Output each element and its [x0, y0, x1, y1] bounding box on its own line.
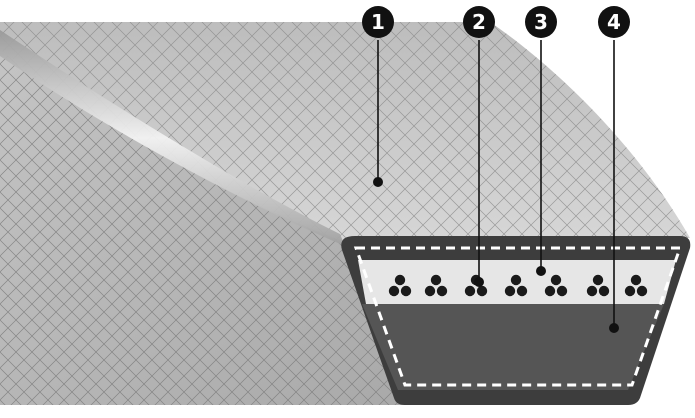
cord [598, 285, 610, 297]
callout-2-number: 2 [472, 10, 486, 34]
leader-dots [373, 177, 619, 333]
cord [394, 274, 406, 286]
callout-4-number: 4 [607, 10, 621, 34]
dashed-fabric-cover [353, 246, 683, 387]
cord [510, 274, 522, 286]
belt-side-face [0, 50, 405, 405]
cord [586, 285, 598, 297]
compression-core [362, 304, 664, 390]
belt-top-face [0, 22, 690, 240]
leader-lines [377, 40, 615, 326]
cord-cluster [388, 274, 412, 297]
callout-1: 1 [362, 6, 394, 38]
leader-dot-3 [536, 266, 546, 276]
tension-cords [388, 274, 648, 297]
cord-cluster [586, 274, 610, 297]
cord [388, 285, 400, 297]
cord-cluster [624, 274, 648, 297]
callout-3: 3 [525, 6, 557, 38]
leader-dot-2 [474, 277, 484, 287]
callout-1-number: 1 [371, 10, 385, 34]
cord-cluster [424, 274, 448, 297]
cord [624, 285, 636, 297]
leader-dot-4 [609, 323, 619, 333]
cord [544, 285, 556, 297]
cord-cluster [504, 274, 528, 297]
cord [556, 285, 568, 297]
belt-edge-highlight [0, 30, 345, 246]
cord [430, 274, 442, 286]
cord [630, 274, 642, 286]
cord [636, 285, 648, 297]
cord-cluster [544, 274, 568, 297]
cord [464, 285, 476, 297]
callout-2: 2 [463, 6, 495, 38]
cord [476, 285, 488, 297]
cord [592, 274, 604, 286]
cord [424, 285, 436, 297]
cord [504, 285, 516, 297]
callout-4: 4 [598, 6, 630, 38]
cord [400, 285, 412, 297]
cord [436, 285, 448, 297]
cord [550, 274, 562, 286]
callout-3-number: 3 [534, 10, 548, 34]
cord [516, 285, 528, 297]
belt-cross-section [341, 236, 691, 405]
leader-dot-1 [373, 177, 383, 187]
